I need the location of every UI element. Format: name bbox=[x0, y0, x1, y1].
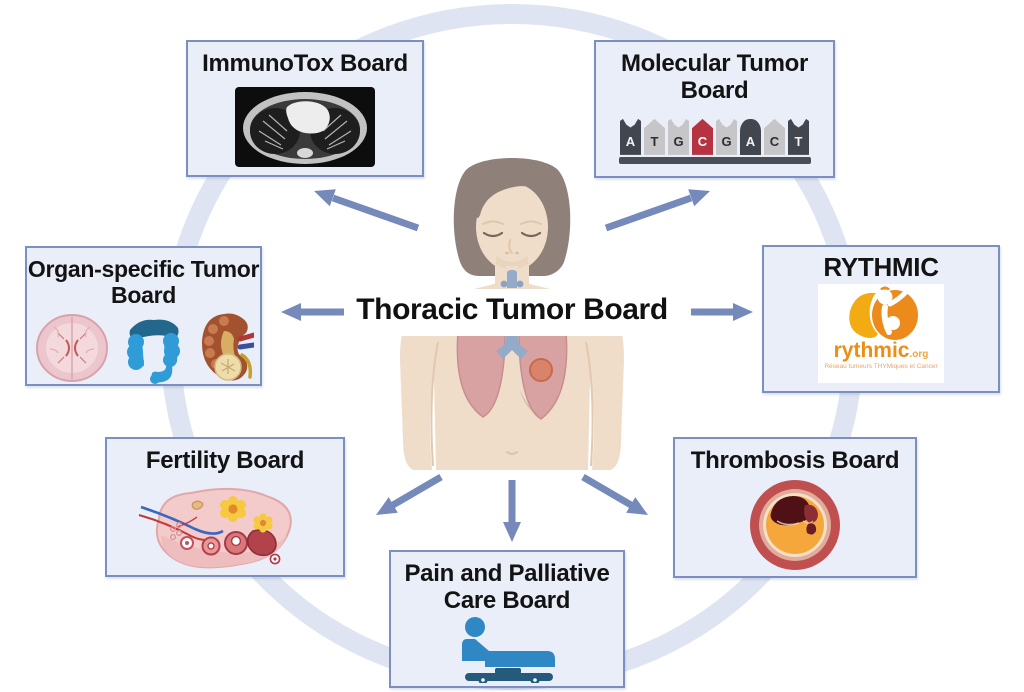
arrow-to-organ bbox=[281, 303, 344, 321]
organ-specific-board-card: Organ-specific Tumor Board bbox=[25, 246, 262, 386]
rythmic-logo: rythmic.org Réseau tumeurs THYMiques et … bbox=[818, 284, 944, 384]
arrow-to-immunotox bbox=[314, 189, 420, 232]
rythmic-logo-word: rythmic.org bbox=[833, 339, 929, 363]
immunotox-board-title: ImmunoTox Board bbox=[202, 50, 408, 77]
hospital-bed-icon bbox=[462, 617, 555, 684]
nucleotide-c-highlighted: C bbox=[692, 118, 713, 155]
nucleotide-g: G bbox=[668, 118, 689, 155]
kidney-icon bbox=[201, 313, 254, 381]
rythmic-logo-mark bbox=[849, 286, 918, 341]
vessel-clot-cross-section-icon bbox=[750, 480, 840, 571]
colon-icon bbox=[126, 319, 180, 384]
arrow-to-thrombosis bbox=[581, 473, 648, 515]
title-band bbox=[346, 289, 678, 336]
arrow-to-rythmic bbox=[691, 303, 753, 321]
corpus-luteum-flowers bbox=[220, 495, 273, 533]
molecular-tumor-board-title: Molecular Tumor Board bbox=[620, 50, 809, 104]
arrow-to-pain bbox=[503, 480, 521, 542]
nucleotide-t: T bbox=[644, 118, 665, 155]
pain-palliative-board-title: Pain and Palliative Care Board bbox=[404, 560, 610, 614]
nucleotide-g: G bbox=[716, 118, 737, 155]
nucleotide-a: A bbox=[620, 118, 641, 155]
dna-base-bar bbox=[618, 156, 811, 164]
rythmic-board-title: RYTHMIC bbox=[823, 252, 939, 282]
ovary-icon bbox=[138, 487, 292, 569]
brain-icon bbox=[35, 313, 108, 382]
nucleotide-a: A bbox=[740, 118, 761, 155]
dna-sequence-icon: A T G C G A C T bbox=[618, 118, 811, 164]
center-title: Thoracic Tumor Board bbox=[356, 293, 668, 326]
immunotox-board-card: ImmunoTox Board bbox=[186, 40, 424, 177]
follicle-circles bbox=[180, 530, 248, 556]
thrombosis-board-card: Thrombosis Board bbox=[673, 437, 917, 578]
rythmic-board-card: RYTHMIC rythmic.org Réseau tumeurs THYMi… bbox=[762, 245, 1000, 393]
thrombosis-board-title: Thrombosis Board bbox=[690, 447, 900, 474]
organ-specific-board-title: Organ-specific Tumor Board bbox=[27, 256, 260, 308]
nucleotide-t: T bbox=[788, 118, 809, 155]
rythmic-logo-caption: Réseau tumeurs THYMiques et Cancer bbox=[824, 363, 938, 371]
arrow-to-molecular bbox=[604, 189, 710, 232]
molecular-tumor-board-card: Molecular Tumor Board A T G C G A C T bbox=[594, 40, 835, 178]
nucleotide-c: C bbox=[764, 118, 785, 155]
fertility-board-card: Fertility Board bbox=[105, 437, 345, 577]
pain-palliative-board-card: Pain and Palliative Care Board bbox=[389, 550, 625, 688]
ct-scan-lung-icon bbox=[235, 86, 375, 167]
fertility-board-title: Fertility Board bbox=[145, 447, 305, 474]
arrow-to-fertility bbox=[376, 473, 443, 515]
